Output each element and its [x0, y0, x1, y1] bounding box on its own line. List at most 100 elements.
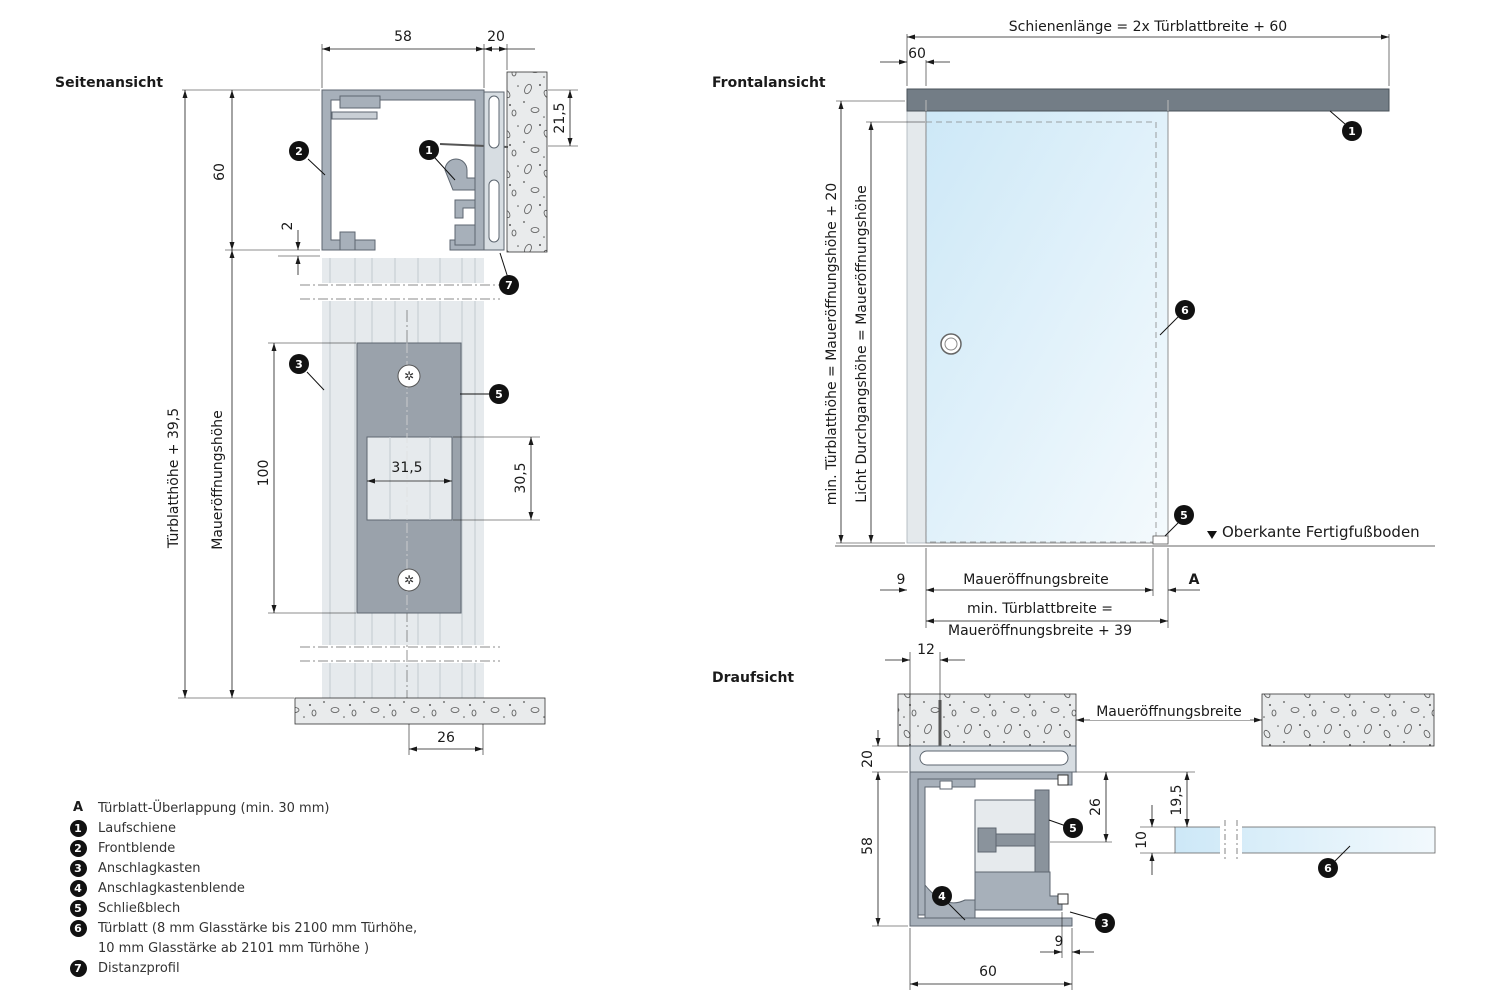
legend-text-4: Anschlagkastenblende [98, 881, 245, 896]
svg-text:5: 5 [1180, 509, 1188, 522]
dim-58-top: 58 [860, 837, 876, 855]
wall-concrete [506, 71, 548, 253]
dim-12: 12 [917, 642, 935, 658]
front-view: Oberkante Fertigfußboden Schienenlänge =… [824, 19, 1435, 639]
badge-4-top [932, 886, 952, 906]
top-view-title: Draufsicht [712, 670, 794, 686]
wall-strip [906, 110, 927, 544]
dim-60: 60 [212, 163, 228, 181]
badge-2 [289, 141, 309, 161]
wall-left-top [897, 693, 1077, 747]
glass-door-front [925, 110, 1169, 544]
dim-9-top: 9 [1055, 934, 1064, 950]
dim-26-top: 26 [1088, 798, 1104, 816]
side-view: ✲ ✲ 58 20 21,5 60 2 [166, 29, 578, 755]
badge-3 [289, 354, 309, 374]
legend-text-6: Türblatt (8 mm Glasstärke bis 2100 mm Tü… [98, 921, 418, 936]
legend-row-a: A Türblatt-Überlappung (min. 30 mm) [58, 800, 417, 820]
legend-badge-7: 7 [69, 960, 87, 977]
legend-text-7: Distanzprofil [98, 961, 180, 976]
legend-text-3: Anschlagkasten [98, 861, 201, 876]
front-view-title: Frontalansicht [712, 75, 826, 91]
dim-opening-width-front: Maueröffnungsbreite [963, 572, 1109, 588]
dim-21-5: 21,5 [552, 102, 568, 133]
legend-key-a: A [72, 800, 84, 815]
door-handle [940, 333, 962, 355]
dim-opening-width-top: Maueröffnungsbreite [1096, 704, 1242, 720]
top-dimensions: 12 Maueröffnungsbreite 20 58 26 19,5 10 [860, 642, 1262, 990]
badge-5-front [1174, 505, 1194, 525]
svg-text:3: 3 [295, 358, 303, 371]
dim-opening-height: Maueröffnungshöhe [210, 410, 226, 550]
svg-text:1: 1 [1348, 125, 1356, 138]
badge-6-top [1318, 858, 1338, 878]
dim-2: 2 [280, 222, 296, 231]
legend-row-7: 7 Distanzprofil [58, 960, 417, 980]
dim-rail-length: Schienenlänge = 2x Türblattbreite + 60 [1009, 19, 1287, 35]
dim-60-top: 60 [979, 964, 997, 980]
legend-badge-5: 5 [69, 900, 87, 917]
dim-20-top: 20 [860, 750, 876, 768]
svg-text:5: 5 [495, 388, 503, 401]
legend-row-2: 2 Frontblende [58, 840, 417, 860]
badge-1 [419, 140, 439, 160]
legend-text-1: Laufschiene [98, 821, 177, 836]
dim-a: A [1189, 572, 1200, 588]
svg-text:6: 6 [1324, 862, 1332, 875]
dim-100: 100 [256, 460, 272, 487]
legend-badge-2: 2 [69, 840, 87, 857]
legend-row-6: 6 Türblatt (8 mm Glasstärke bis 2100 mm … [58, 920, 417, 940]
dim-58: 58 [394, 29, 412, 45]
dim-min-leaf-height: min. Türblatthöhe = Maueröffnungshöhe + … [824, 183, 840, 505]
dim-30-5: 30,5 [513, 462, 529, 493]
dim-31-5: 31,5 [391, 460, 422, 476]
legend-text-2: Frontblende [98, 841, 176, 856]
dim-min-leaf-width-2: Maueröffnungsbreite + 39 [948, 623, 1132, 639]
dim-min-leaf-width-1: min. Türblattbreite = [967, 601, 1113, 617]
front-dimensions: Schienenlänge = 2x Türblattbreite + 60 6… [824, 19, 1390, 639]
svg-text:✲: ✲ [404, 573, 414, 587]
dim-10-top: 10 [1134, 831, 1150, 849]
badge-7 [499, 275, 519, 295]
legend-row-5: 5 Schließblech [58, 900, 417, 920]
badge-3-top [1095, 913, 1115, 933]
legend-text-a: Türblatt-Überlappung (min. 30 mm) [98, 801, 330, 816]
dim-20: 20 [487, 29, 505, 45]
rail-profile [321, 89, 509, 251]
badge-5-top [1063, 818, 1083, 838]
svg-text:3: 3 [1101, 917, 1109, 930]
legend-text-6b: 10 mm Glasstärke ab 2101 mm Türhöhe ) [98, 941, 370, 956]
svg-text:6: 6 [1181, 304, 1189, 317]
badge-1-front [1342, 121, 1362, 141]
badge-5 [489, 384, 509, 404]
svg-text:7: 7 [505, 279, 513, 292]
side-dimensions: 58 20 21,5 60 2 Türblatthöhe + 39,5 Maue… [166, 29, 578, 755]
svg-text:1: 1 [425, 144, 433, 157]
legend-row-3: 3 Anschlagkasten [58, 860, 417, 880]
front-badges: 1 6 5 [1159, 110, 1362, 537]
rail-profile-top [909, 771, 1073, 927]
dim-26: 26 [437, 730, 455, 746]
svg-text:2: 2 [295, 145, 303, 158]
wall-right-top [1261, 693, 1435, 747]
dim-19-5: 19,5 [1169, 784, 1185, 815]
badge-6-front [1175, 300, 1195, 320]
side-view-title: Seitenansicht [55, 75, 163, 91]
legend-row-4: 4 Anschlagkastenblende [58, 880, 417, 900]
legend-badge-4: 4 [69, 880, 87, 897]
legend-row-6b: 10 mm Glasstärke ab 2101 mm Türhöhe ) [58, 940, 417, 960]
rail-front [906, 88, 1390, 112]
legend-text-5: Schließblech [98, 901, 181, 916]
dim-total-height: Türblatthöhe + 39,5 [166, 408, 182, 549]
side-badges: 2 1 7 3 5 [289, 140, 519, 404]
floor-concrete [294, 697, 546, 725]
legend-badge-3: 3 [69, 860, 87, 877]
dim-9-front: 9 [897, 572, 906, 588]
legend: A Türblatt-Überlappung (min. 30 mm) 1 La… [58, 800, 417, 980]
svg-text:5: 5 [1069, 822, 1077, 835]
legend-badge-6: 6 [69, 920, 87, 937]
svg-text:✲: ✲ [404, 369, 414, 383]
dim-clear-height: Licht Durchgangshöhe = Maueröffnungshöhe [854, 185, 870, 502]
svg-text:4: 4 [938, 890, 946, 903]
glass-door-top [1174, 826, 1436, 854]
